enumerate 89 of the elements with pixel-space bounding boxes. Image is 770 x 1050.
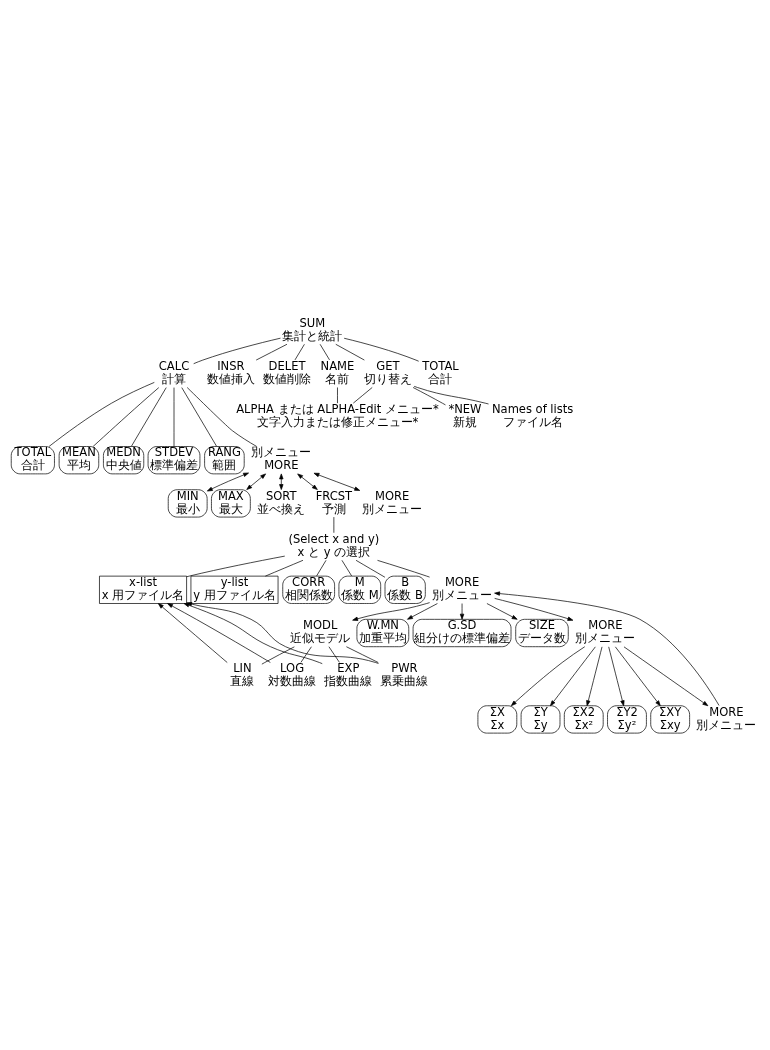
connector	[186, 555, 286, 578]
node-text: EXP 指数曲線	[324, 661, 373, 689]
arrow	[486, 603, 518, 620]
node-text: GET 切り替え	[363, 359, 412, 386]
connector	[261, 646, 295, 665]
node-text: CALC 計算	[158, 359, 190, 386]
node-text: MORE 別メニュー	[362, 488, 423, 516]
node-text: PWR 累乗曲線	[380, 661, 429, 689]
connector	[413, 385, 489, 405]
arrow	[550, 646, 596, 707]
connector	[341, 559, 352, 577]
node-box: RANG 範囲	[204, 446, 245, 475]
node-text: *NEW 新規	[448, 402, 482, 430]
node-text: MORE 別メニュー	[696, 704, 757, 732]
node-text: MORE 別メニュー	[432, 575, 493, 603]
node-box: ΣX2 Σx²	[563, 705, 604, 734]
node-text: NAME 名前	[320, 359, 355, 386]
arrow	[608, 646, 625, 707]
node-box: TOTAL 合計	[10, 446, 55, 475]
connector	[316, 559, 327, 577]
connector	[48, 382, 155, 447]
connector	[193, 337, 281, 365]
node-box: G.SD 組分けの標準偏差	[412, 619, 512, 648]
arrow	[186, 602, 379, 664]
arrow	[183, 603, 323, 664]
node-text: MORE 別メニュー	[575, 618, 636, 646]
connector	[255, 343, 288, 361]
connector	[343, 337, 420, 362]
connector	[265, 559, 304, 577]
arrow	[615, 646, 661, 707]
arrow	[246, 473, 266, 490]
arrow	[623, 646, 709, 707]
connector	[355, 559, 386, 578]
node-box: MIN 最小	[167, 489, 208, 518]
connector	[328, 646, 340, 663]
connector	[335, 343, 365, 361]
node-box: MEAN 平均	[58, 446, 100, 475]
node-box: y-list y 用ファイル名	[190, 575, 279, 604]
arrow	[313, 472, 361, 491]
connector	[319, 343, 330, 361]
node-box: STDEV 標準偏差	[147, 446, 201, 475]
connector	[352, 387, 373, 404]
node-text: DELET 数値削除	[263, 359, 312, 386]
arrow	[279, 473, 284, 490]
connector	[337, 387, 338, 404]
node-text: 別メニュー MORE	[251, 445, 312, 473]
arrow	[586, 646, 603, 707]
node-text: SUM 集計と統計	[282, 315, 343, 343]
node-text: INSR 数値挿入	[206, 359, 255, 386]
node-box: CORR 相関係数	[282, 575, 335, 604]
node-box: M 係数 M	[338, 575, 382, 604]
connector	[377, 560, 430, 578]
node-box: x-list x 用ファイル名	[99, 575, 187, 604]
arrow	[494, 591, 720, 706]
node-box: B 係数 B	[384, 575, 426, 604]
connector	[412, 387, 446, 406]
node-text: FRCST 予測	[315, 488, 353, 516]
connector	[181, 387, 218, 447]
arrow	[510, 646, 586, 707]
connector	[300, 646, 312, 663]
node-text: TOTAL 合計	[422, 359, 459, 386]
arrow	[297, 473, 318, 490]
node-box: W.MN 加重平均	[356, 619, 410, 648]
connector	[173, 387, 175, 447]
connector	[294, 343, 305, 361]
connector	[92, 387, 160, 447]
node-text: LOG 対数曲線	[268, 661, 317, 689]
node-box: SIZE データ数	[515, 619, 569, 648]
node-text: (Select x and y) x と y の選択	[288, 531, 380, 559]
node-text: Names of lists ファイル名	[491, 402, 574, 430]
node-text: MODL 近似モデル	[290, 618, 351, 646]
node-text: ALPHA または ALPHA-Edit メニュー* 文字入力または修正メニュー*	[236, 402, 439, 430]
node-box: MAX 最大	[211, 489, 251, 518]
connector	[130, 387, 167, 447]
node-box: ΣY Σy	[520, 705, 561, 734]
arrow	[407, 603, 438, 620]
arrow	[494, 598, 574, 621]
node-text: SORT 並べ換え	[257, 488, 306, 516]
arrow	[206, 472, 249, 492]
arrow	[459, 603, 465, 620]
node-box: ΣY2 Σy²	[607, 705, 647, 734]
arrow	[158, 603, 228, 663]
node-box: MEDN 中央値	[103, 446, 145, 475]
node-box: ΣX Σx	[477, 705, 518, 734]
arrow	[167, 603, 271, 663]
connector	[186, 387, 258, 447]
node-box: ΣXY Σxy	[650, 705, 690, 734]
node-text: LIN 直線	[230, 661, 255, 689]
arrow	[352, 602, 430, 621]
